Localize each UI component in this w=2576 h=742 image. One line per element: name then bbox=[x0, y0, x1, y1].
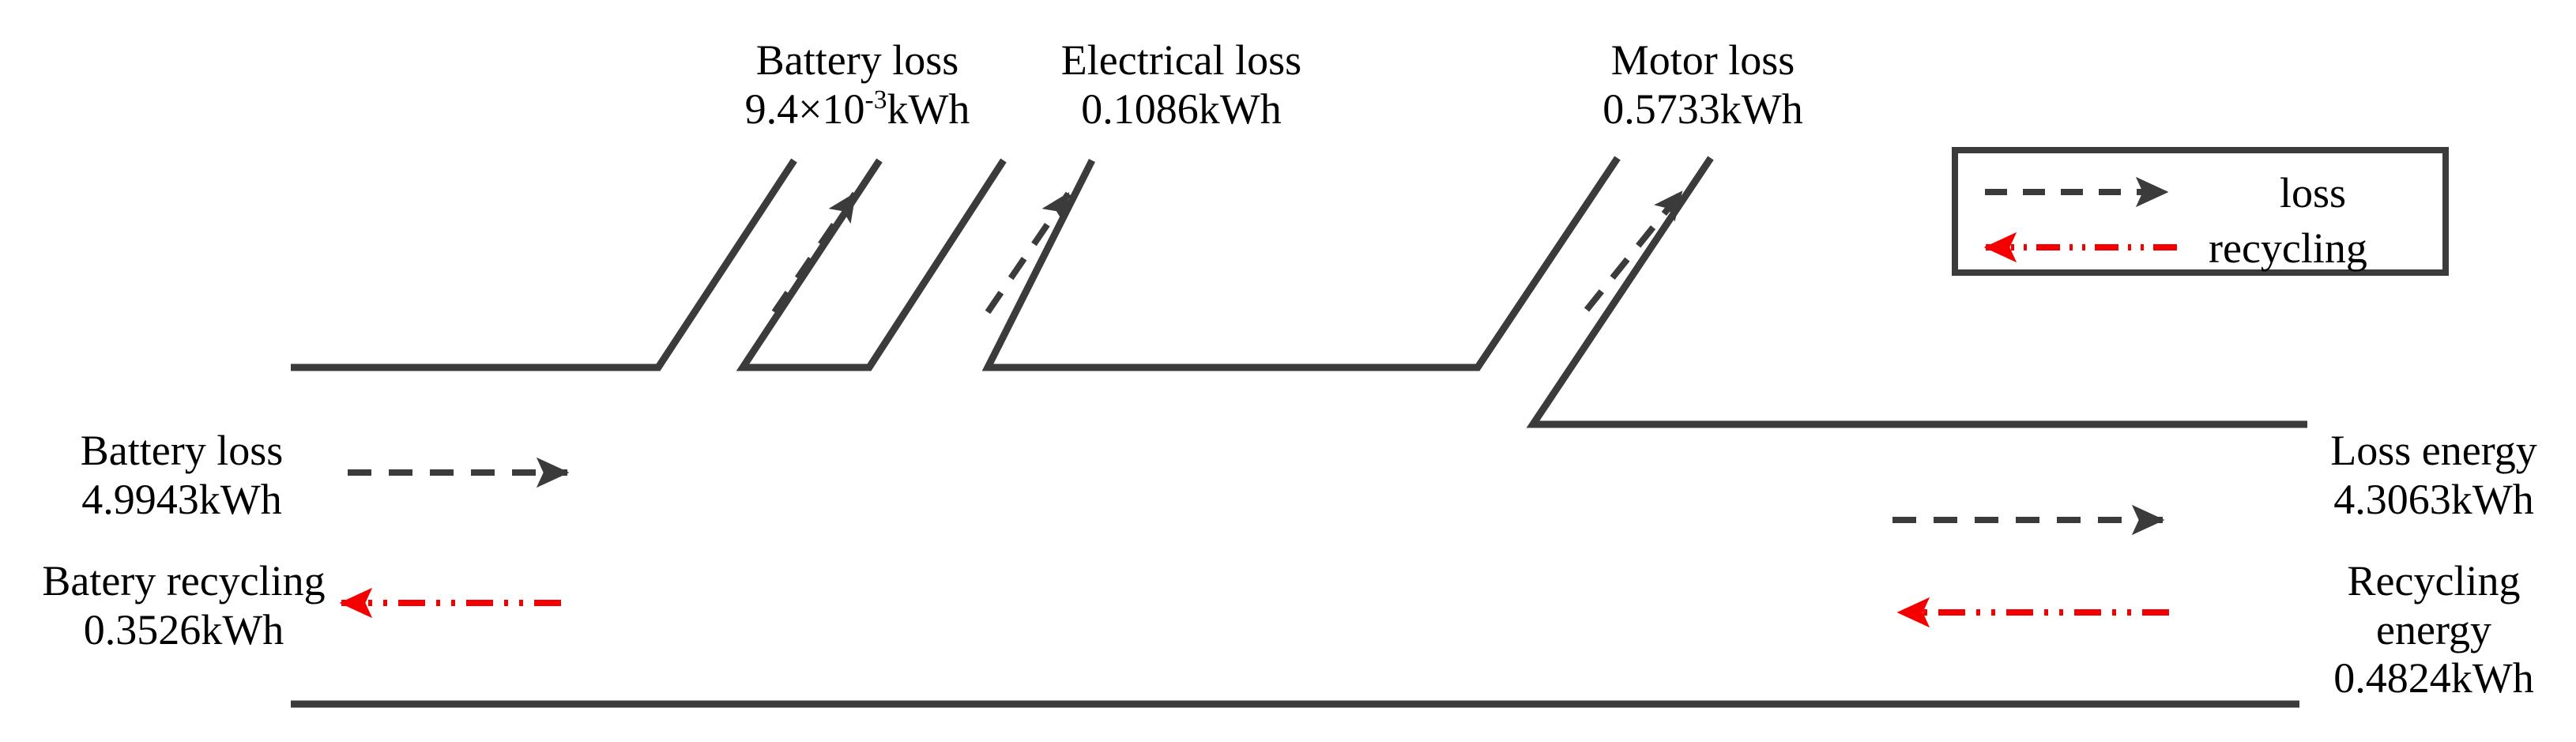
branch-label-motor-loss-value: 0.5733kWh bbox=[1602, 85, 1803, 133]
left-label-battery-loss-name: Battery loss bbox=[80, 427, 284, 474]
left-label-battery-recycling-value: 0.3526kWh bbox=[83, 605, 284, 653]
left-label-battery-recycling-name: Batery recycling bbox=[42, 557, 326, 605]
branch-label-electrical-loss-name: Electrical loss bbox=[1060, 36, 1302, 84]
branch-label-electrical-loss-value: 0.1086kWh bbox=[1081, 85, 1282, 133]
legend-box bbox=[1952, 147, 2449, 276]
baseline-segment-4 bbox=[1526, 156, 2307, 428]
right-label-loss-energy: Loss energy 4.3063kWh bbox=[2295, 427, 2572, 524]
flow-outline-upper bbox=[291, 156, 2307, 428]
legend-item-recycling-label: recycling bbox=[2209, 224, 2367, 272]
branch-label-battery-loss-value: 9.4×10-3kWh bbox=[715, 85, 1000, 134]
baseline-segment-2 bbox=[736, 158, 1007, 371]
left-label-battery-loss-value: 4.9943kWh bbox=[81, 475, 282, 523]
baseline-segment-1 bbox=[291, 158, 797, 371]
left-label-battery-loss: Battery loss 4.9943kWh bbox=[43, 427, 320, 524]
left-input-arrows bbox=[339, 457, 570, 619]
right-label-recycling-energy-name-line1: Recycling bbox=[2347, 557, 2521, 605]
branch-label-battery-loss-value-exponent: -3 bbox=[864, 85, 887, 115]
right-label-recycling-energy: Recycling energy 0.4824kWh bbox=[2295, 557, 2572, 703]
right-label-loss-energy-value: 4.3063kWh bbox=[2333, 475, 2534, 523]
branch-label-battery-loss: Battery loss 9.4×10-3kWh bbox=[715, 36, 1000, 134]
legend-border bbox=[1952, 147, 2449, 276]
branch-label-battery-loss-value-prefix: 9.4×10 bbox=[744, 85, 865, 133]
branch-label-battery-loss-value-suffix: kWh bbox=[887, 85, 970, 133]
right-label-recycling-energy-name-line2: energy bbox=[2376, 605, 2491, 653]
legend-item-loss-label: loss bbox=[2280, 169, 2347, 217]
branch-loss-arrows bbox=[771, 190, 1685, 315]
motor-loss-branch-arrow bbox=[1584, 190, 1685, 312]
branch-label-motor-loss-name: Motor loss bbox=[1610, 36, 1795, 84]
right-label-loss-energy-name: Loss energy bbox=[2330, 427, 2537, 474]
right-label-recycling-energy-value: 0.4824kWh bbox=[2333, 654, 2534, 702]
branch-label-motor-loss: Motor loss 0.5733kWh bbox=[1572, 36, 1833, 134]
branch-label-electrical-loss: Electrical loss 0.1086kWh bbox=[1031, 36, 1331, 134]
right-output-arrows bbox=[1892, 504, 2169, 628]
baseline-segment-3 bbox=[981, 156, 1621, 371]
branch-label-battery-loss-name: Battery loss bbox=[755, 36, 959, 84]
left-label-battery-recycling: Batery recycling 0.3526kWh bbox=[16, 557, 352, 654]
